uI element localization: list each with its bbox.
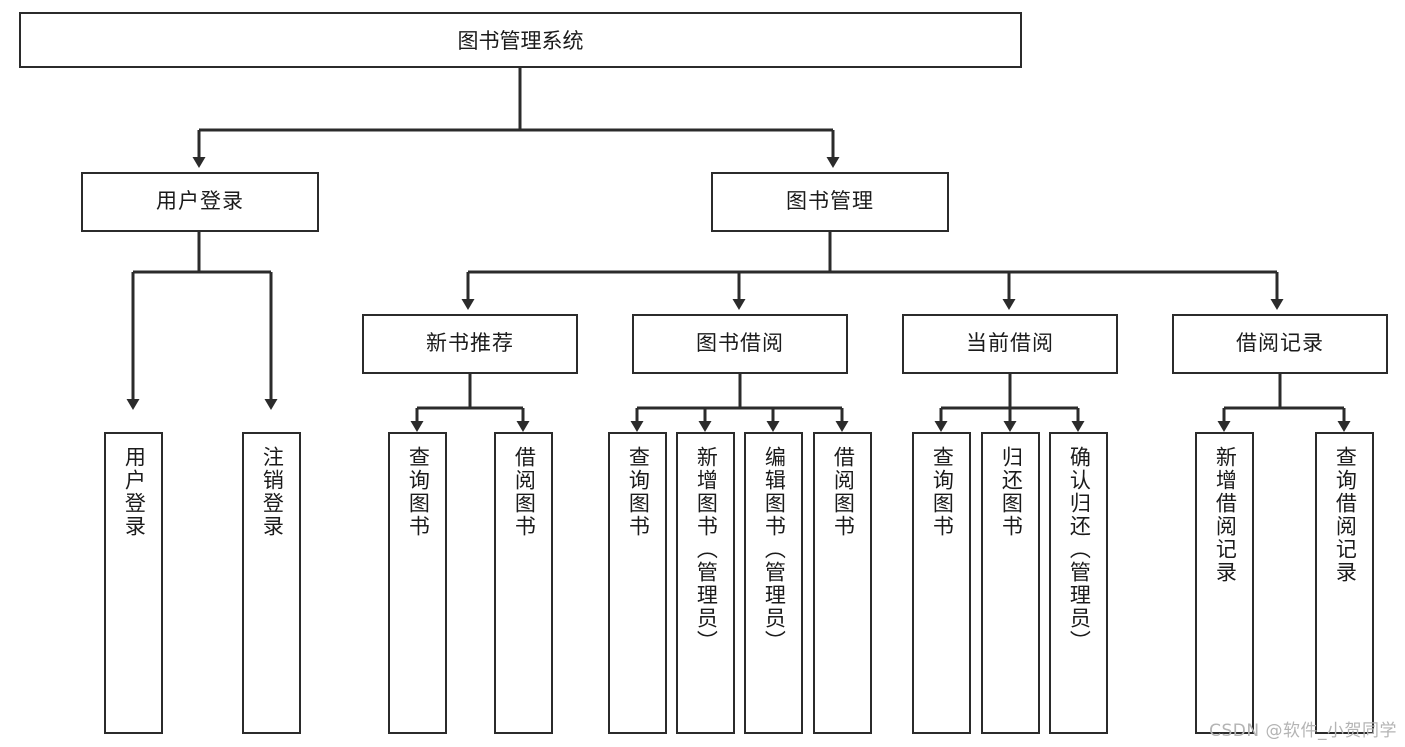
leaf-label: 查询图书 xyxy=(406,446,431,538)
leaf-label: 用户登录 xyxy=(122,446,147,538)
leaf-label: 注销登录 xyxy=(260,446,285,538)
leaf-label: 查询图书 xyxy=(930,446,955,538)
leaf-label: 查询借阅记录 xyxy=(1333,446,1358,584)
node-user-login[interactable]: 用户登录 xyxy=(81,172,319,232)
leaf-user-login-logout[interactable]: 注销登录 xyxy=(242,432,301,734)
node-current-borrow[interactable]: 当前借阅 xyxy=(902,314,1118,374)
leaf-label: 确认归还（管理员） xyxy=(1067,446,1092,653)
leaf-borrow-edit-book[interactable]: 编辑图书（管理员） xyxy=(744,432,803,734)
leaf-current-confirm-return[interactable]: 确认归还（管理员） xyxy=(1049,432,1108,734)
watermark: CSDN @软件_小贺同学 xyxy=(1209,721,1397,741)
leaf-new-book-query[interactable]: 查询图书 xyxy=(388,432,447,734)
leaf-label: 借阅图书 xyxy=(831,446,856,538)
node-root[interactable]: 图书管理系统 xyxy=(19,12,1022,68)
leaf-label: 归还图书 xyxy=(999,446,1024,538)
leaf-current-query-book[interactable]: 查询图书 xyxy=(912,432,971,734)
leaf-label: 新增借阅记录 xyxy=(1213,446,1238,584)
leaf-borrow-add-book[interactable]: 新增图书（管理员） xyxy=(676,432,735,734)
leaf-new-book-borrow[interactable]: 借阅图书 xyxy=(494,432,553,734)
leaf-borrow-query-book[interactable]: 查询图书 xyxy=(608,432,667,734)
leaf-user-login-login[interactable]: 用户登录 xyxy=(104,432,163,734)
leaf-label: 查询图书 xyxy=(626,446,651,538)
node-new-book-recommend[interactable]: 新书推荐 xyxy=(362,314,578,374)
leaf-records-add-record[interactable]: 新增借阅记录 xyxy=(1195,432,1254,734)
leaf-records-query-record[interactable]: 查询借阅记录 xyxy=(1315,432,1374,734)
leaf-label: 新增图书（管理员） xyxy=(694,446,719,653)
leaf-label: 编辑图书（管理员） xyxy=(762,446,787,653)
node-borrow-records[interactable]: 借阅记录 xyxy=(1172,314,1388,374)
node-book-management[interactable]: 图书管理 xyxy=(711,172,949,232)
leaf-borrow-borrow-book[interactable]: 借阅图书 xyxy=(813,432,872,734)
leaf-current-return-book[interactable]: 归还图书 xyxy=(981,432,1040,734)
node-book-borrow[interactable]: 图书借阅 xyxy=(632,314,848,374)
leaf-label: 借阅图书 xyxy=(512,446,537,538)
